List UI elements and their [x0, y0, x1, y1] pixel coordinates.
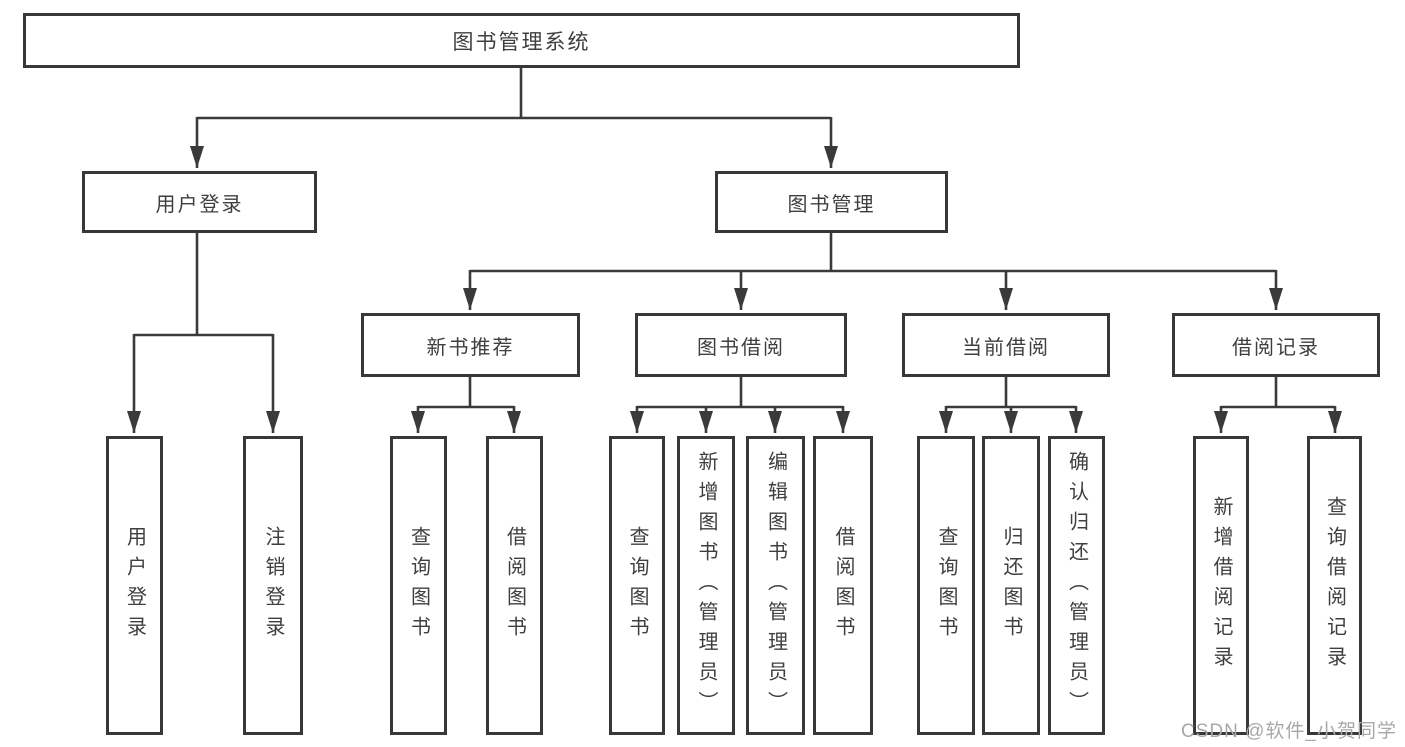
node-label: 当前借阅: [962, 336, 1050, 359]
node-book-borrowing: 图书借阅: [635, 313, 847, 377]
node-label: 图书借阅: [697, 336, 785, 359]
connector-current-borrow-children: [939, 377, 1083, 433]
node-label: 查询图书: [407, 525, 430, 646]
connector-book-borrow-children: [630, 377, 850, 433]
leaf-query-books-current: 查询图书: [917, 436, 975, 735]
node-library-management-system: 图书管理系统: [23, 13, 1020, 68]
node-book-management: 图书管理: [715, 171, 948, 233]
node-current-borrowing: 当前借阅: [902, 313, 1110, 377]
leaf-borrow-books-recommend: 借阅图书: [486, 436, 543, 735]
node-borrowing-records: 借阅记录: [1172, 313, 1380, 377]
node-label: 归还图书: [1000, 525, 1022, 646]
leaf-user-login: 用户登录: [106, 436, 163, 735]
node-label: 新增借阅记录: [1210, 495, 1232, 676]
node-new-book-recommend: 新书推荐: [361, 313, 580, 377]
node-label: 查询图书: [935, 525, 957, 646]
leaf-return-books: 归还图书: [982, 436, 1040, 735]
node-label: 图书管理: [787, 193, 876, 216]
node-label: 图书管理系统: [452, 30, 591, 54]
node-label: 新增图书（管理员）: [695, 450, 717, 721]
connector-new-book-children: [411, 377, 521, 433]
leaf-confirm-return-admin: 确认归还（管理员）: [1048, 436, 1105, 735]
node-label: 借阅图书: [503, 525, 526, 646]
node-label: 新书推荐: [426, 336, 515, 359]
node-user-login: 用户登录: [82, 171, 317, 233]
node-label: 编辑图书（管理员）: [764, 450, 787, 721]
node-label: 查询借阅记录: [1323, 495, 1346, 676]
connector-borrow-record-children: [1214, 377, 1342, 433]
node-label: 查询图书: [626, 525, 648, 646]
leaf-add-books-admin: 新增图书（管理员）: [677, 436, 735, 735]
node-label: 用户登录: [123, 525, 146, 646]
connector-root-to-level2: [190, 68, 838, 168]
leaf-query-borrow-record: 查询借阅记录: [1307, 436, 1362, 735]
node-label: 借阅记录: [1232, 336, 1320, 359]
leaf-query-books-borrowing: 查询图书: [609, 436, 665, 735]
connector-book-mgmt-children: [463, 233, 1283, 310]
node-label: 用户登录: [155, 193, 244, 216]
node-label: 确认归还（管理员）: [1065, 450, 1088, 721]
node-label: 借阅图书: [832, 525, 854, 646]
leaf-add-borrow-record: 新增借阅记录: [1193, 436, 1249, 735]
node-label: 注销登录: [262, 525, 284, 646]
connector-user-login-children: [127, 233, 280, 433]
leaf-edit-books-admin: 编辑图书（管理员）: [746, 436, 805, 735]
leaf-borrow-books-borrowing: 借阅图书: [813, 436, 873, 735]
leaf-logout-login: 注销登录: [243, 436, 303, 735]
csdn-watermark: CSDN @软件_小贺同学: [1181, 721, 1397, 742]
leaf-query-books-recommend: 查询图书: [390, 436, 447, 735]
